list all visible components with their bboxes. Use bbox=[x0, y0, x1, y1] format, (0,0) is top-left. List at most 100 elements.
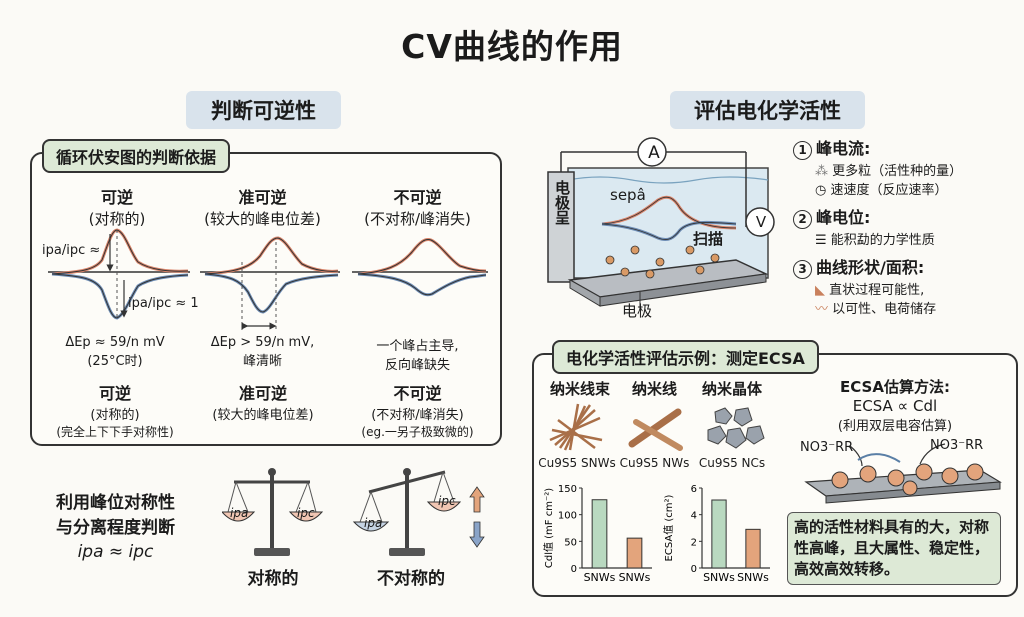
reversible-subtitle: (对称的) bbox=[88, 210, 146, 228]
nanocrystal-illustration bbox=[707, 407, 765, 449]
bar bbox=[626, 537, 643, 569]
quasi-reversible-bottom-title: 准可逆 bbox=[238, 384, 287, 403]
quasi-reversible-title: 准可逆 bbox=[238, 188, 287, 207]
pan-left-label-asym: ipa bbox=[364, 516, 383, 530]
factor-1-number: 1 bbox=[793, 141, 812, 160]
factor-2-title: 峰电位: bbox=[816, 208, 871, 227]
activity-heading: 评估电化学活性 bbox=[670, 91, 865, 129]
x-category-label: SNWs bbox=[584, 571, 616, 584]
irreversible-note-1: 一个峰占主导, bbox=[376, 339, 459, 354]
irreversible-title: 不可逆 bbox=[393, 188, 442, 207]
catalyst-surface-illustration bbox=[804, 443, 1002, 504]
conclusion-box: 高的活性材料具有的大，对称性高峰，且大属性、稳定性，高效高效转移。 bbox=[787, 512, 1001, 585]
quasi-reversible-subtitle: (较大的峰电位差) bbox=[204, 210, 321, 228]
symmetric-label: 对称的 bbox=[247, 569, 299, 589]
electrochemical-setup-graphic bbox=[547, 137, 775, 310]
asymmetric-scale bbox=[352, 468, 485, 556]
particles-icon: ⁂ bbox=[815, 164, 828, 179]
nanowire-illustration bbox=[628, 408, 683, 451]
nanowire-bundle-illustration bbox=[549, 403, 603, 451]
scan-label-top: sepâ bbox=[610, 186, 646, 204]
irreversible-bottom-sub1: (不对称/峰消失) bbox=[371, 408, 464, 423]
ammeter bbox=[637, 137, 667, 167]
reversible-bottom-sub1: (对称的) bbox=[90, 408, 140, 423]
y-tick-label: 2 bbox=[691, 537, 697, 548]
scan-label-bottom: 扫描 bbox=[693, 230, 724, 248]
reaction-left-label: NO3⁻RR bbox=[800, 440, 854, 455]
electrode-side-label: 电极呈 bbox=[553, 180, 571, 225]
electrode-label: 电极 bbox=[622, 302, 653, 320]
pan-right-label-asym: ipc bbox=[438, 494, 456, 508]
y-tick-label: 0 bbox=[691, 564, 697, 575]
factor-3-title: 曲线形状/面积: bbox=[816, 258, 925, 277]
quasi-reversible-cv-curve bbox=[200, 236, 340, 330]
reversible-note-1: ΔEp ≈ 59/n mV bbox=[65, 335, 165, 350]
ammeter-label: A bbox=[648, 143, 660, 163]
pan-left-label-sym: ipa bbox=[230, 506, 249, 520]
factor-1-line-2: 速速度（反应速率） bbox=[830, 183, 948, 198]
y-tick-label: 100 bbox=[558, 511, 577, 522]
method-equation: ECSA ∝ Cdl bbox=[852, 397, 938, 415]
material-1-label: Cu9S5 SNWs bbox=[538, 456, 616, 470]
material-2-label: Cu9S5 NWs bbox=[619, 456, 690, 470]
material-3-name: 纳米晶体 bbox=[701, 380, 762, 398]
ratio-label-bottom: ipa/ipc ≈ 1 bbox=[128, 296, 199, 311]
page-title: CV曲线的作用 bbox=[401, 27, 623, 66]
balance-text-2: 与分离程度判断 bbox=[56, 518, 175, 538]
method-note: (利用双层电容估算) bbox=[837, 419, 953, 434]
voltmeter bbox=[745, 207, 775, 237]
cv-curves-graphic bbox=[48, 228, 488, 330]
irreversible-cv-curve bbox=[352, 238, 488, 297]
reversible-note-2: (25°C时) bbox=[87, 354, 143, 369]
irreversible-bottom-sub2: (eg.一另子极致微的) bbox=[361, 425, 474, 439]
irreversible-note-2: 反向峰缺失 bbox=[384, 358, 450, 373]
x-category-label: SNWs bbox=[703, 571, 735, 584]
y-tick-label: 4 bbox=[691, 511, 697, 522]
irreversible-bottom-title: 不可逆 bbox=[393, 384, 442, 403]
x-category-label: SNWs bbox=[737, 571, 769, 584]
y-axis-label: ECSA值 (cm²) bbox=[662, 494, 675, 561]
factor-1-line-1: 更多粒（活性种的量） bbox=[832, 164, 963, 179]
material-2-name: 纳米线 bbox=[631, 380, 677, 398]
energy-levels-icon: ☰ bbox=[815, 233, 827, 248]
bar bbox=[745, 528, 761, 569]
reversible-title: 可逆 bbox=[100, 188, 133, 207]
reversible-bottom-title: 可逆 bbox=[98, 384, 131, 403]
symmetric-scale bbox=[222, 468, 324, 556]
y-tick-label: 0 bbox=[571, 564, 577, 575]
reversible-cv-curve bbox=[48, 228, 190, 320]
nanomaterial-illustrations bbox=[549, 403, 765, 451]
pan-right-label-sym: ipc bbox=[297, 506, 315, 520]
quasi-reversible-note-2: 峰清晰 bbox=[242, 354, 282, 369]
factor-3-number: 3 bbox=[793, 260, 812, 279]
area-shape-icon: ◣ bbox=[815, 283, 825, 298]
wave-chart-icon: 〰 bbox=[815, 302, 829, 317]
bar bbox=[591, 499, 608, 569]
asymmetric-label: 不对称的 bbox=[377, 569, 445, 589]
gauge-icon: ◷ bbox=[815, 183, 827, 198]
method-title: ECSA估算方法: bbox=[840, 378, 950, 396]
bar bbox=[711, 499, 727, 569]
cv-criteria-panel bbox=[30, 152, 502, 446]
factor-1-title: 峰电流: bbox=[816, 139, 871, 158]
cv-criteria-tab: 循环伏安图的判断依据 bbox=[42, 139, 231, 173]
y-tick-label: 6 bbox=[691, 484, 697, 495]
y-axis-label: Cdl值 (mF cm⁻²) bbox=[542, 488, 555, 568]
balance-scales-graphic bbox=[222, 468, 485, 556]
reversible-bottom-sub2: (完全上下下手对称性) bbox=[56, 425, 174, 439]
reaction-right-label: NO3⁻RR bbox=[930, 438, 984, 453]
factor-3-line-2: 以可性、电荷储存 bbox=[832, 302, 937, 317]
y-tick-label: 50 bbox=[564, 537, 577, 548]
x-category-label: SNWs bbox=[619, 571, 651, 584]
factor-2-line-1: 能积勐的力学性质 bbox=[830, 233, 935, 248]
factor-3-line-1: 直状过程可能性, bbox=[829, 283, 925, 298]
reversibility-heading: 判断可逆性 bbox=[186, 91, 341, 129]
ratio-label-top: ipa/ipc ≈ bbox=[42, 243, 101, 258]
ecsa-example-tab: 电化学活性评估示例：测定ECSA bbox=[552, 340, 819, 374]
